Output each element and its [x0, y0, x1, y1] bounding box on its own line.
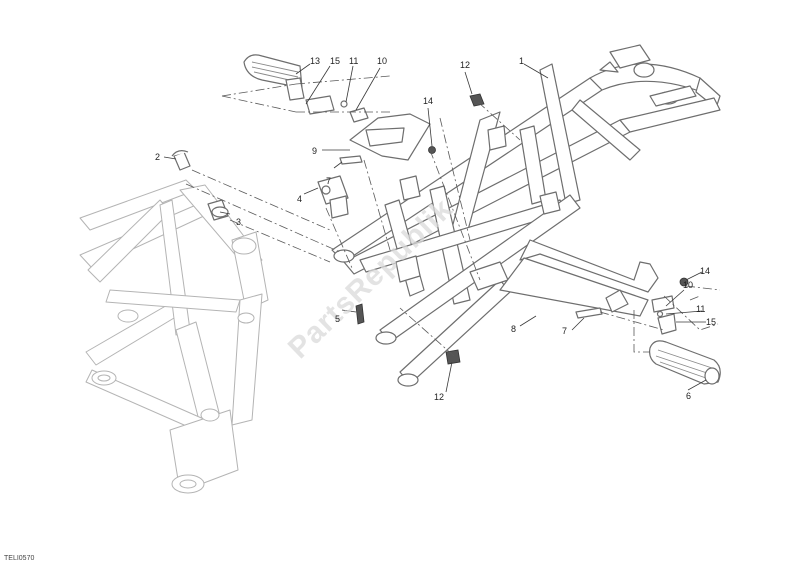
- callout-2: 2: [155, 152, 160, 162]
- callout-7-top: 7: [326, 176, 331, 186]
- callout-14-right: 14: [700, 266, 710, 276]
- callout-4: 4: [297, 194, 302, 204]
- rear-subframe: [331, 44, 721, 387]
- callout-15-top: 15: [330, 56, 340, 66]
- callout-1: 1: [519, 56, 524, 66]
- callout-10-right: 10: [683, 280, 693, 290]
- callout-11-top: 11: [349, 56, 358, 66]
- callout-8: 8: [511, 324, 516, 334]
- leader-lines: [163, 63, 707, 393]
- callout-10-top: 10: [377, 56, 387, 66]
- main-frame: [79, 179, 269, 494]
- callout-13: 13: [310, 56, 320, 66]
- callout-labels: 1 2 3 4 5 6 7 7 8 9 10 10 11 11 12 12 13…: [155, 56, 716, 402]
- right-footpeg: [649, 340, 721, 385]
- assembly-lines: [185, 75, 721, 357]
- callout-6: 6: [686, 391, 691, 401]
- small-parts-left: [171, 93, 485, 365]
- drawing-code: TELI0570: [4, 555, 34, 562]
- callout-15-right: 15: [706, 317, 716, 327]
- callout-7-right: 7: [562, 326, 567, 336]
- callout-9: 9: [312, 146, 317, 156]
- watermark: PartsRepublik: [282, 192, 459, 365]
- callout-12-top: 12: [460, 60, 470, 70]
- callout-12-bottom: 12: [434, 392, 444, 402]
- callout-14-top: 14: [423, 96, 433, 106]
- callout-3: 3: [236, 217, 241, 227]
- callout-5: 5: [335, 314, 340, 324]
- left-footpeg-assembly: [243, 54, 436, 165]
- callout-11-right: 11: [696, 304, 705, 314]
- right-footpeg-bracket: [499, 239, 689, 335]
